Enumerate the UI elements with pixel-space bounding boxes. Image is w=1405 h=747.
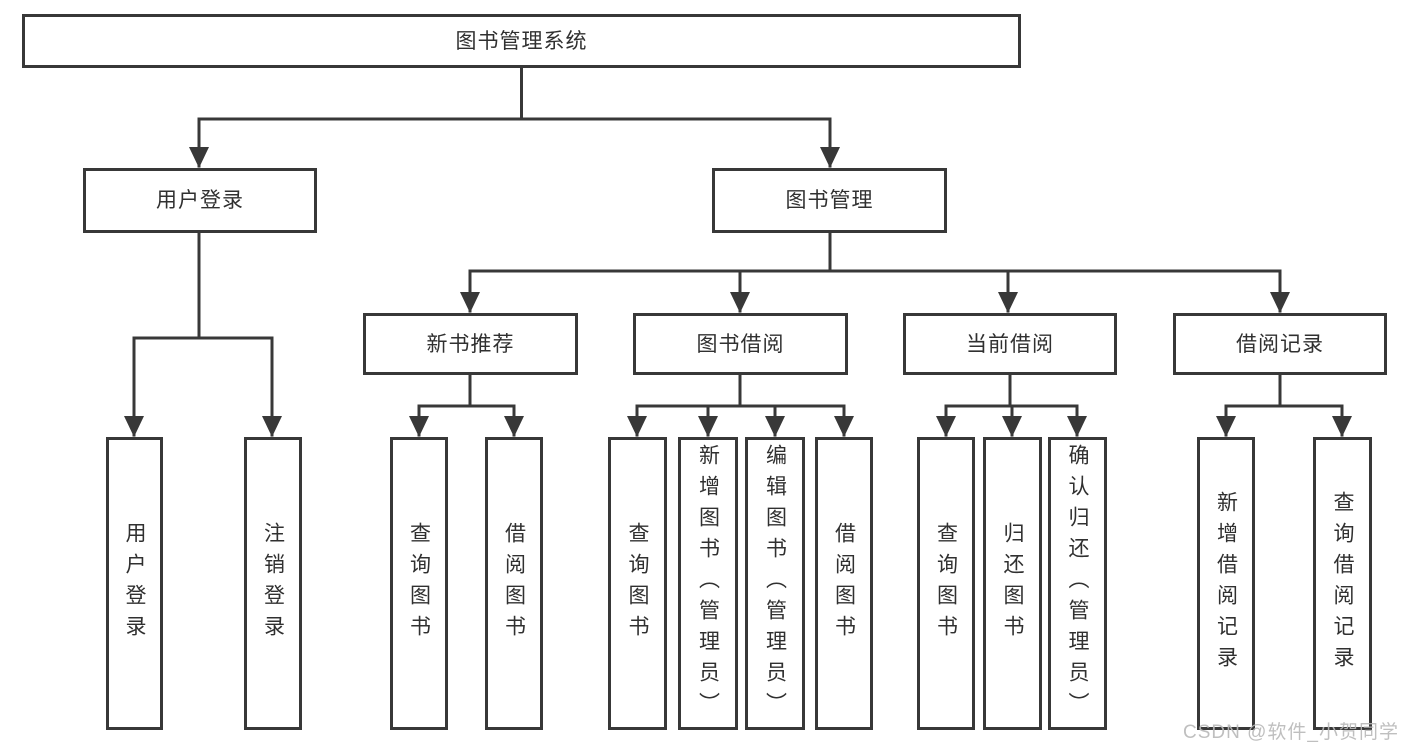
leaf-recommend-borrow-books: 借阅图书 [485,437,543,730]
leaf-edit-books-admin: 编辑图书（管理员） [745,437,805,730]
node-new-book-recommend: 新书推荐 [363,313,578,375]
leaf-add-borrow-record: 新增借阅记录 [1197,437,1255,730]
node-current-borrow: 当前借阅 [903,313,1117,375]
node-book-borrow: 图书借阅 [633,313,848,375]
node-user-login-module: 用户登录 [83,168,317,233]
leaf-user-login: 用户登录 [106,437,163,730]
leaf-current-query-books: 查询图书 [917,437,975,730]
node-system-root: 图书管理系统 [22,14,1021,68]
leaf-borrow-query-books: 查询图书 [608,437,667,730]
leaf-return-books: 归还图书 [983,437,1042,730]
arrowheads [124,147,1352,437]
connector-userlogin-to-leaves [132,231,274,437]
connector-root-to-level1 [197,66,832,168]
leaf-confirm-return-admin: 确认归还（管理员） [1048,437,1107,730]
node-borrow-records: 借阅记录 [1173,313,1387,375]
csdn-watermark: CSDN @软件_小贺同学 [1183,722,1399,743]
connector-newbook-to-leaves [417,373,516,437]
leaf-logout: 注销登录 [244,437,302,730]
leaf-recommend-query-books: 查询图书 [390,437,448,730]
leaf-query-borrow-record: 查询借阅记录 [1313,437,1372,730]
connector-records-to-leaves [1224,373,1344,437]
connector-bookborrow-to-leaves [635,373,846,437]
node-book-management-module: 图书管理 [712,168,947,233]
leaf-borrow-books: 借阅图书 [815,437,873,730]
connector-bookmgmt-to-level2 [468,231,1282,313]
leaf-add-books-admin: 新增图书（管理员） [678,437,738,730]
